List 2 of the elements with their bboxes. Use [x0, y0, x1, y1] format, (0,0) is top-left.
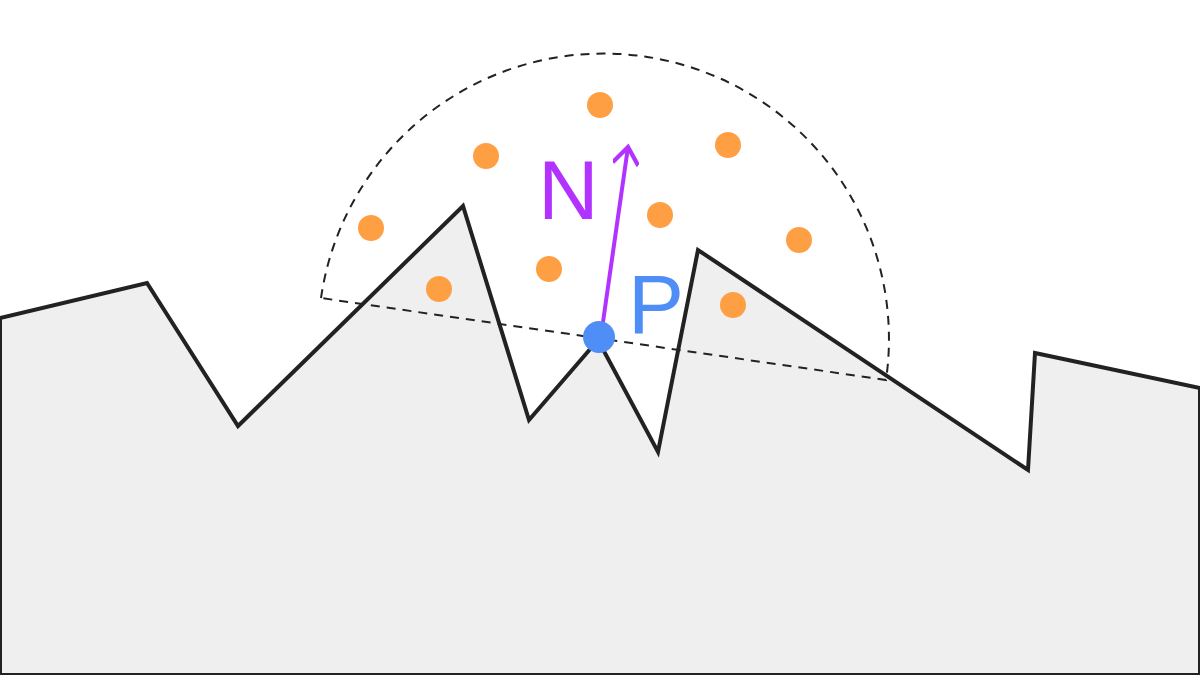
point-label: P: [628, 262, 685, 346]
normal-vector-label: N: [538, 148, 599, 232]
